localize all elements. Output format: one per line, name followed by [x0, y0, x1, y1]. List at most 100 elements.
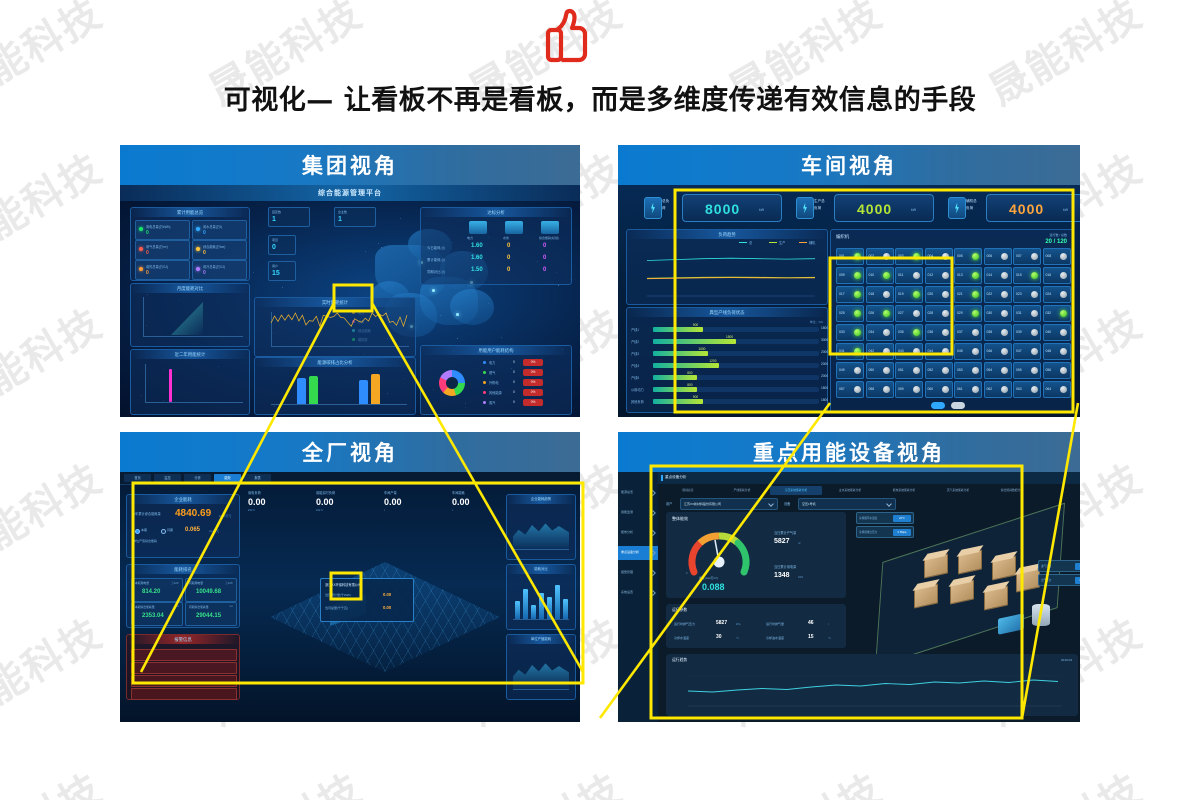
panel-group-title: 集团视角: [302, 150, 398, 180]
equipment-cell[interactable]: 048: [1043, 343, 1071, 360]
equipment-sidebar-item[interactable]: 能效分析: [618, 526, 658, 540]
equipment-cell[interactable]: 053: [954, 362, 982, 379]
equipment-cell[interactable]: 046: [984, 343, 1012, 360]
equipment-cell[interactable]: 063: [1013, 381, 1041, 398]
equipment-cell[interactable]: 028: [925, 305, 953, 322]
workshop-bar-value: 900: [693, 395, 698, 399]
equipment-cell[interactable]: 025: [836, 305, 864, 322]
group-stat-value: 0: [146, 250, 149, 256]
equipment-cell[interactable]: 050: [866, 362, 894, 379]
equipment-tab[interactable]: 主水系统能耗分析: [824, 486, 876, 495]
equipment-cell[interactable]: 045: [954, 343, 982, 360]
equipment-cell[interactable]: 011: [895, 267, 923, 284]
equipment-cell[interactable]: 005: [954, 248, 982, 265]
equipment-cell[interactable]: 013: [954, 267, 982, 284]
workshop-bar-card: 典型产线负荷状态单位：kW产线19001800产线215003000产线3100…: [626, 307, 828, 413]
equipment-cell[interactable]: 064: [1043, 381, 1071, 398]
workshop-bar-fill: [653, 387, 697, 392]
equipment-cell[interactable]: 027: [895, 305, 923, 322]
watermark-text: 晟能科技: [197, 757, 371, 800]
plant-toolbar-item[interactable]: 分析: [184, 474, 211, 482]
equipment-tab[interactable]: 蒸汽系统能耗分析: [932, 486, 984, 495]
equipment-cell[interactable]: 043: [895, 343, 923, 360]
equipment-sidebar-item[interactable]: 重点设备分析: [618, 546, 658, 560]
equipment-cell[interactable]: 035: [895, 324, 923, 341]
equipment-cell[interactable]: 040: [1043, 324, 1071, 341]
equipment-cell[interactable]: 015: [1013, 267, 1041, 284]
equipment-cell[interactable]: 030: [984, 305, 1012, 322]
equipment-sidebar-item[interactable]: 能源总览: [618, 486, 658, 500]
equipment-cell[interactable]: 032: [1043, 305, 1071, 322]
equipment-tab[interactable]: 综合能耗数据分析: [986, 486, 1038, 495]
equipment-tab[interactable]: 能耗总览: [662, 486, 714, 495]
equipment-cell[interactable]: 049: [836, 362, 864, 379]
equipment-cell[interactable]: 034: [866, 324, 894, 341]
equipment-cell[interactable]: 019: [895, 286, 923, 303]
equipment-cell[interactable]: 033: [836, 324, 864, 341]
equipment-cell[interactable]: 037: [954, 324, 982, 341]
equipment-cell[interactable]: 060: [925, 381, 953, 398]
equipment-cell[interactable]: 039: [1013, 324, 1041, 341]
equipment-cell[interactable]: 007: [1013, 248, 1041, 265]
equipment-cell[interactable]: 055: [1013, 362, 1041, 379]
workshop-pager-next[interactable]: [951, 402, 965, 409]
equipment-cell[interactable]: 052: [925, 362, 953, 379]
equipment-cell[interactable]: 003: [895, 248, 923, 265]
equipment-cell[interactable]: 041: [836, 343, 864, 360]
equipment-cell[interactable]: 042: [866, 343, 894, 360]
equipment-cell[interactable]: 061: [954, 381, 982, 398]
equipment-cell-id: 024: [1046, 292, 1052, 296]
equipment-cell[interactable]: 001: [836, 248, 864, 265]
equipment-cell-id: 050: [869, 368, 875, 372]
equipment-cell[interactable]: 006: [984, 248, 1012, 265]
equipment-cell[interactable]: 016: [1043, 267, 1071, 284]
equipment-sidebar-item[interactable]: 报警管理: [618, 566, 658, 580]
equipment-cell[interactable]: 010: [866, 267, 894, 284]
equipment-side-stat-value: 5827: [774, 538, 790, 545]
workshop-bar-category: 产线3: [631, 351, 639, 356]
equipment-cell[interactable]: 009: [836, 267, 864, 284]
workshop-pager-prev[interactable]: [931, 402, 945, 409]
equipment-cell[interactable]: 031: [1013, 305, 1041, 322]
equipment-cell[interactable]: 026: [866, 305, 894, 322]
equipment-cell[interactable]: 022: [984, 286, 1012, 303]
plant-toolbar-item[interactable]: 报表: [244, 474, 271, 482]
equipment-tab[interactable]: 产线能耗分析: [716, 486, 768, 495]
equipment-cell[interactable]: 044: [925, 343, 953, 360]
equipment-cell[interactable]: 047: [1013, 343, 1041, 360]
equipment-sidebar-item[interactable]: 用能监测: [618, 506, 658, 520]
equipment-cell[interactable]: 004: [925, 248, 953, 265]
plant-toolbar-item[interactable]: 首页: [124, 474, 151, 482]
plant-toolbar-item[interactable]: 监控: [154, 474, 181, 482]
equipment-cell[interactable]: 059: [895, 381, 923, 398]
equipment-sidebar-item[interactable]: 系统设置: [618, 586, 658, 600]
equipment-cell[interactable]: 008: [1043, 248, 1071, 265]
equipment-cell[interactable]: 036: [925, 324, 953, 341]
equipment-cell[interactable]: 020: [925, 286, 953, 303]
plant-toolbar-item[interactable]: 能效: [214, 474, 241, 482]
equipment-cell[interactable]: 056: [1043, 362, 1071, 379]
workshop-bar-value: 1200: [709, 359, 716, 363]
equipment-tab[interactable]: 空压系统能耗分析: [770, 486, 822, 495]
watermark-text: 晟能科技: [0, 757, 111, 800]
equipment-cell[interactable]: 021: [954, 286, 982, 303]
equipment-cell[interactable]: 051: [895, 362, 923, 379]
equipment-cell[interactable]: 023: [1013, 286, 1041, 303]
equipment-cell[interactable]: 002: [866, 248, 894, 265]
equipment-cell[interactable]: 018: [866, 286, 894, 303]
equipment-filter-select[interactable]: 江苏XX新材料股份有限公司: [680, 498, 778, 510]
equipment-cell[interactable]: 057: [836, 381, 864, 398]
equipment-cell[interactable]: 012: [925, 267, 953, 284]
equipment-status-indicator: [1031, 253, 1038, 260]
equipment-cell[interactable]: 054: [984, 362, 1012, 379]
equipment-cell[interactable]: 062: [984, 381, 1012, 398]
equipment-cell[interactable]: 038: [984, 324, 1012, 341]
equipment-cell[interactable]: 029: [954, 305, 982, 322]
equipment-tab[interactable]: 能效系统能耗分析: [878, 486, 930, 495]
equipment-filter-select[interactable]: 空压1号机: [798, 498, 896, 510]
equipment-cell[interactable]: 017: [836, 286, 864, 303]
equipment-cell[interactable]: 014: [984, 267, 1012, 284]
chart-axis-y: [145, 364, 146, 402]
equipment-cell[interactable]: 024: [1043, 286, 1071, 303]
equipment-cell[interactable]: 058: [866, 381, 894, 398]
